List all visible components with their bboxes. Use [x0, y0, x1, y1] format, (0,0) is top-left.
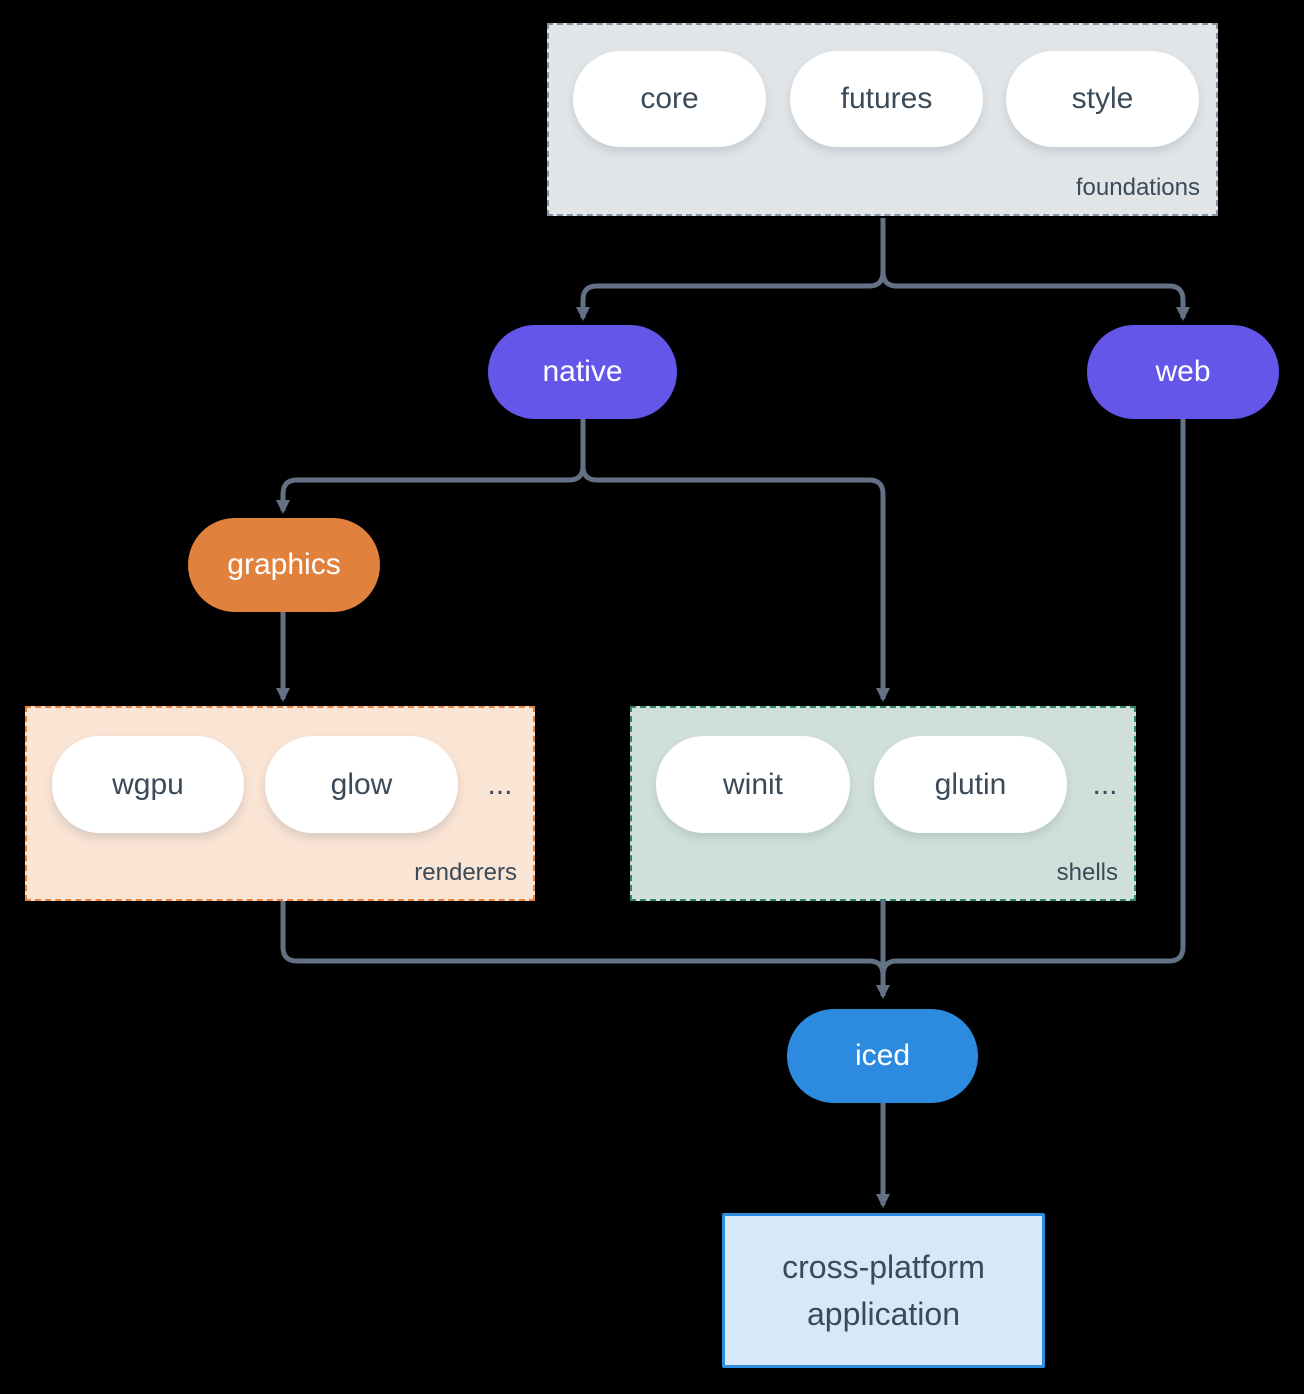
node-futures-label: futures	[840, 82, 933, 115]
node-futures: futures	[790, 51, 983, 147]
application-label-line1: cross-platform	[782, 1249, 985, 1286]
edge-native-shells	[580, 419, 890, 702]
group-shells: winit glutin ... shells	[630, 706, 1136, 901]
node-web: web	[1087, 325, 1279, 419]
node-graphics: graphics	[188, 518, 380, 612]
node-winit: winit	[656, 736, 850, 833]
node-core: core	[573, 51, 766, 147]
node-cross-platform-application: cross-platform application	[722, 1213, 1045, 1368]
group-renderers: wgpu glow ... renderers	[25, 706, 535, 901]
node-native-label: native	[542, 355, 623, 388]
node-native: native	[488, 325, 677, 419]
node-wgpu-label: wgpu	[112, 767, 184, 801]
node-style: style	[1006, 51, 1199, 147]
node-glutin-label: glutin	[934, 767, 1007, 801]
group-label-shells: shells	[1056, 859, 1118, 886]
node-wgpu: wgpu	[52, 736, 244, 833]
group-label-foundations: foundations	[1075, 174, 1200, 201]
group-foundations: core futures style foundations	[547, 23, 1218, 216]
node-core-label: core	[640, 82, 699, 115]
node-iced: iced	[787, 1009, 978, 1103]
node-glow-label: glow	[330, 767, 393, 801]
shells-ellipsis: ...	[1092, 767, 1118, 801]
renderers-ellipsis: ...	[487, 767, 513, 801]
node-glutin: glutin	[874, 736, 1067, 833]
node-web-label: web	[1155, 355, 1211, 388]
edge-foundations-web	[880, 218, 1190, 321]
application-label-line2: application	[807, 1295, 960, 1332]
node-iced-label: iced	[854, 1039, 911, 1072]
edge-renderers-iced	[280, 901, 886, 996]
edge-native-graphics	[276, 419, 586, 514]
group-label-renderers: renderers	[414, 859, 517, 886]
node-style-label: style	[1071, 82, 1134, 115]
node-glow: glow	[265, 736, 458, 833]
node-graphics-label: graphics	[227, 548, 341, 581]
node-winit-label: winit	[722, 767, 783, 801]
edge-foundations-native	[576, 218, 886, 321]
